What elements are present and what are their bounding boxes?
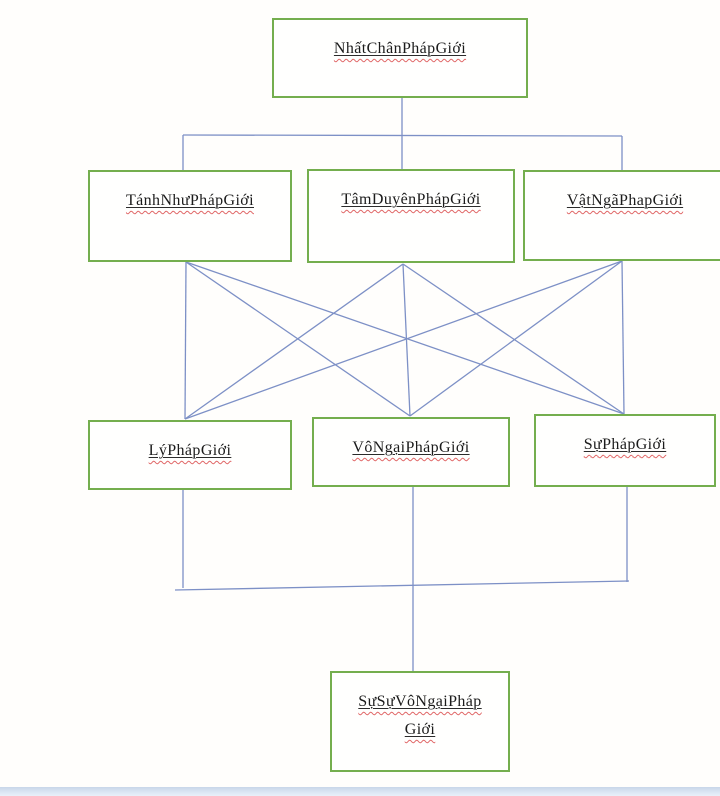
spellcheck-squiggle: LýPhápGiới	[149, 437, 232, 465]
node-vat-nga-phap-gioi[interactable]: VậtNgãPhapGiới	[523, 170, 720, 261]
node-tam-duyen-phap-gioi[interactable]: TâmDuyênPhápGiới	[307, 169, 515, 263]
node-label: SựPhápGiới	[583, 436, 667, 453]
spellcheck-squiggle: TâmDuyênPhápGiới	[341, 186, 480, 214]
page-bottom-bar	[0, 787, 720, 796]
spellcheck-squiggle: Giới	[405, 716, 436, 744]
node-vo-ngai-phap-gioi[interactable]: VôNgạiPhápGiới	[312, 417, 510, 487]
node-label-line1: SựSựVôNgạiPháp	[358, 693, 482, 710]
node-tanh-nhu-phap-gioi[interactable]: TánhNhưPhápGiới	[88, 170, 292, 262]
node-su-phap-gioi[interactable]: SựPhápGiới	[534, 414, 716, 487]
node-label: NhấtChânPhápGiới	[333, 40, 467, 57]
node-su-su-vo-ngai-phap-gioi[interactable]: SựSựVôNgạiPháp Giới	[330, 671, 510, 772]
spellcheck-squiggle: SựPhápGiới	[584, 431, 666, 459]
spellcheck-squiggle: NhấtChânPhápGiới	[334, 35, 466, 63]
node-label: VôNgạiPhápGiới	[352, 439, 470, 456]
node-label: VậtNgãPhapGiới	[566, 192, 684, 209]
node-nhat-chan-phap-gioi[interactable]: NhấtChânPhápGiới	[272, 18, 528, 98]
node-ly-phap-gioi[interactable]: LýPhápGiới	[88, 420, 292, 490]
node-label: TánhNhưPhápGiới	[125, 192, 254, 209]
node-label-line2: Giới	[404, 721, 436, 738]
spellcheck-squiggle: VậtNgãPhapGiới	[567, 187, 683, 215]
node-label: LýPhápGiới	[148, 442, 232, 459]
node-label: TâmDuyênPhápGiới	[341, 191, 481, 208]
spellcheck-squiggle: SựSựVôNgạiPháp	[358, 688, 481, 716]
spellcheck-squiggle: TánhNhưPhápGiới	[126, 187, 254, 215]
spellcheck-squiggle: VôNgạiPhápGiới	[352, 434, 469, 462]
